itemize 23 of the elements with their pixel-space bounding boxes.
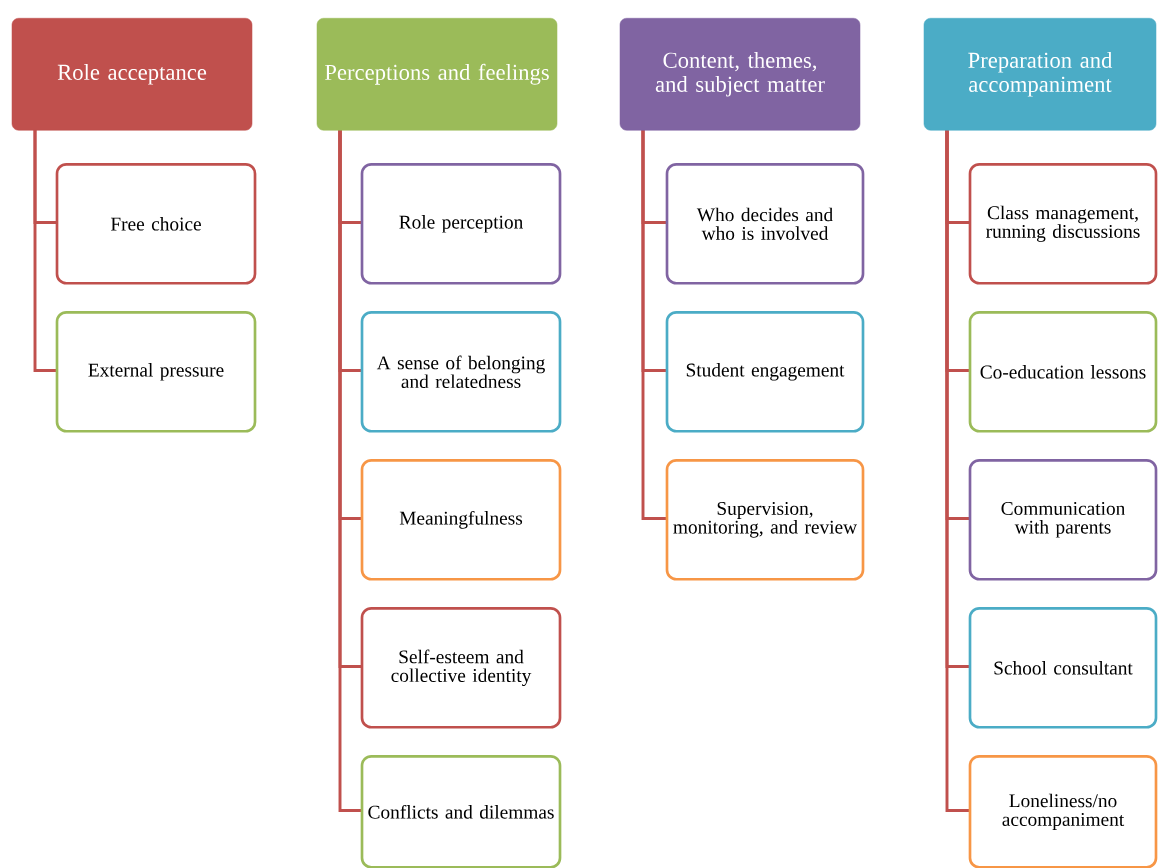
topic-box: Communication with parents — [968, 459, 1158, 581]
topic-box: Loneliness/no accompaniment — [968, 755, 1158, 868]
connector-line — [945, 130, 970, 812]
category-box: Preparation and accompaniment — [923, 18, 1157, 131]
category-box: Perceptions and feelings — [316, 18, 558, 131]
topic-box: Role perception — [360, 163, 562, 285]
category-box: Role acceptance — [11, 18, 253, 131]
topic-box: Co-education lessons — [968, 311, 1158, 433]
topic-box: Who decides and who is involved — [665, 163, 865, 285]
category-box: Content, themes, and subject matter — [619, 18, 861, 131]
topic-box: Self-esteem and collective identity — [360, 607, 562, 729]
topic-box: School consultant — [968, 607, 1158, 729]
topic-box: Conflicts and dilemmas — [360, 755, 562, 868]
topic-box: Meaningfulness — [360, 459, 562, 581]
topic-box: Class management, running discussions — [968, 163, 1158, 285]
topic-box: Free choice — [55, 163, 257, 285]
topic-box: External pressure — [55, 311, 257, 433]
topic-box: A sense of belonging and relatedness — [360, 311, 562, 433]
topic-box: Supervision, monitoring, and review — [665, 459, 865, 581]
connector-line — [338, 130, 362, 812]
connector-line — [641, 130, 667, 520]
topic-box: Student engagement — [665, 311, 865, 433]
connector-line — [33, 130, 57, 372]
